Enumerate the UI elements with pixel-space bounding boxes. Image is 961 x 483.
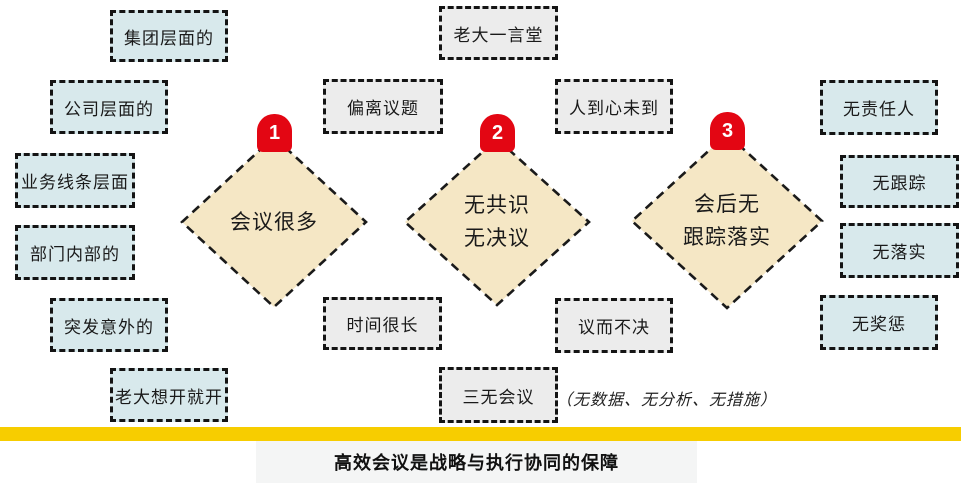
note-text: （无数据、无分析、无措施） — [556, 390, 778, 409]
diamond-3-label: 会后无 跟踪落实 — [632, 134, 822, 308]
badge-2: 2 — [480, 114, 515, 152]
diamond-2-label: 无共识 无决议 — [405, 139, 589, 305]
issue-box-boss-monologue: 老大一言堂 — [439, 6, 558, 60]
cause-box-boss-whim: 老大想开就开 — [110, 368, 228, 422]
issue-box-no-decision: 议而不决 — [555, 298, 673, 353]
diamond-1-label: 会议很多 — [182, 137, 366, 307]
issue-box-three-no-meeting: 三无会议 — [439, 367, 558, 423]
cause-box-department: 部门内部的 — [15, 225, 135, 280]
badge-3: 3 — [710, 112, 745, 150]
footer-bar — [0, 427, 961, 441]
result-box-no-reward-punishment: 无奖惩 — [820, 295, 938, 350]
diamond-3-line1: 会后无 — [694, 193, 760, 216]
result-box-no-tracking: 无跟踪 — [840, 155, 959, 208]
footer-caption: 高效会议是战略与执行协同的保障 — [334, 453, 619, 473]
diamond-3-line2: 跟踪落实 — [683, 226, 771, 249]
cause-box-business-line: 业务线条层面 — [15, 153, 135, 208]
diamond-2-line2: 无决议 — [464, 227, 530, 250]
result-box-no-owner: 无责任人 — [820, 80, 938, 135]
result-box-no-execution: 无落实 — [840, 223, 959, 278]
issue-box-absent-minded: 人到心未到 — [555, 79, 673, 134]
footer-caption-strip: 高效会议是战略与执行协同的保障 — [256, 441, 697, 483]
diamond-2-line1: 无共识 — [464, 194, 530, 217]
badge-1: 1 — [257, 114, 292, 152]
issue-box-too-long: 时间很长 — [323, 297, 442, 350]
cause-box-unexpected: 突发意外的 — [50, 298, 168, 352]
issue-box-off-topic: 偏离议题 — [323, 79, 443, 134]
cause-box-group-level: 集团层面的 — [110, 10, 228, 62]
cause-box-company-level: 公司层面的 — [50, 80, 168, 134]
diamond-1-line1: 会议很多 — [230, 210, 318, 234]
